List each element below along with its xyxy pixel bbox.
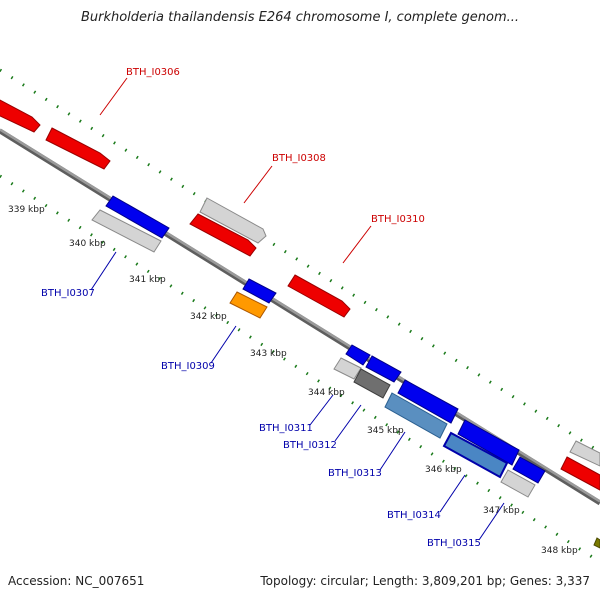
gene-bth-i0309-blue[interactable] [242, 278, 277, 304]
callout-bth-i0307 [90, 251, 117, 291]
gene-label-bth-i0315[interactable]: BTH_I0315 [427, 538, 481, 549]
callout-bth-i0306 [99, 77, 128, 116]
gene-bth-i0315-blue[interactable] [512, 456, 546, 484]
gene-red-341[interactable] [189, 213, 257, 257]
tick-label: 347 kbp [483, 506, 520, 516]
inner-tick-ring [0, 174, 600, 564]
gene-label-bth-i0312[interactable]: BTH_I0312 [283, 440, 337, 451]
gene-olive-348[interactable] [593, 537, 600, 549]
callout-bth-i0313 [379, 431, 406, 471]
tick-labels: 339 kbp 340 kbp 341 kbp 342 kbp 343 kbp … [8, 205, 578, 556]
callout-bth-i0309 [210, 325, 237, 364]
forward-gene-track [0, 98, 600, 491]
callout-bth-i0308 [243, 165, 273, 204]
gene-bth-i0310[interactable] [287, 274, 351, 318]
tick-label: 340 kbp [69, 239, 106, 249]
gene-label-bth-i0314[interactable]: BTH_I0314 [387, 510, 441, 521]
map-title: Burkholderia thailandensis E264 chromoso… [80, 10, 520, 25]
accession-text: Accession: NC_007651 [8, 574, 145, 588]
gene-label-bth-i0309[interactable]: BTH_I0309 [161, 361, 215, 372]
gene-bth-i0313-blue[interactable] [397, 379, 459, 424]
gene-red-348[interactable] [560, 456, 600, 491]
gene-bth-i0308[interactable] [199, 197, 267, 244]
callout-bth-i0314 [439, 474, 466, 513]
gene-grey-347[interactable] [569, 440, 600, 467]
callout-bth-i0311 [309, 394, 334, 426]
genome-summary-text: Topology: circular; Length: 3,809,201 bp… [260, 574, 590, 588]
gene-bth-i0309-orange[interactable] [229, 291, 268, 319]
tick-label: 348 kbp [541, 546, 578, 556]
outer-tick-ring [0, 68, 600, 454]
tick-label: 346 kbp [425, 465, 462, 475]
forward-gene-labels: BTH_I0306 BTH_I0308 BTH_I0310 [126, 67, 425, 225]
gene-bth-i0311-b[interactable] [365, 355, 402, 383]
gene-bth-i0307-blue[interactable] [105, 195, 170, 239]
gene-bth-i0315-grey[interactable] [500, 469, 536, 498]
gene-bth-i0307-grey[interactable] [91, 209, 162, 253]
gene-bth-i0311-a[interactable] [345, 344, 371, 366]
tick-label: 341 kbp [129, 275, 166, 285]
callout-bth-i0315 [478, 502, 505, 541]
gene-bth-i0312[interactable] [353, 368, 391, 399]
gene-bth-i0314-steel[interactable] [442, 431, 509, 479]
callout-bth-i0310 [342, 225, 372, 264]
gene-bth-i0305[interactable] [0, 98, 41, 133]
gene-label-bth-i0307[interactable]: BTH_I0307 [41, 288, 95, 299]
gene-bth-i0314-blue[interactable] [457, 419, 520, 466]
gene-label-bth-i0306[interactable]: BTH_I0306 [126, 67, 180, 78]
gene-bth-i0311-grey[interactable] [333, 357, 362, 380]
gene-label-bth-i0313[interactable]: BTH_I0313 [328, 468, 382, 479]
gene-label-bth-i0310[interactable]: BTH_I0310 [371, 214, 425, 225]
tick-label: 343 kbp [250, 349, 287, 359]
callout-bth-i0312 [334, 404, 362, 442]
gene-bth-i0306[interactable] [45, 127, 111, 170]
tick-label: 345 kbp [367, 426, 404, 436]
tick-label: 339 kbp [8, 205, 45, 215]
gene-label-bth-i0311[interactable]: BTH_I0311 [259, 423, 313, 434]
tick-label: 342 kbp [190, 312, 227, 322]
reverse-gene-track [91, 195, 600, 549]
gene-bth-i0313-steel[interactable] [384, 392, 448, 439]
gene-label-bth-i0308[interactable]: BTH_I0308 [272, 153, 326, 164]
reverse-gene-labels: BTH_I0307 BTH_I0309 BTH_I0311 BTH_I0312 … [41, 288, 481, 549]
tick-label: 344 kbp [308, 388, 345, 398]
